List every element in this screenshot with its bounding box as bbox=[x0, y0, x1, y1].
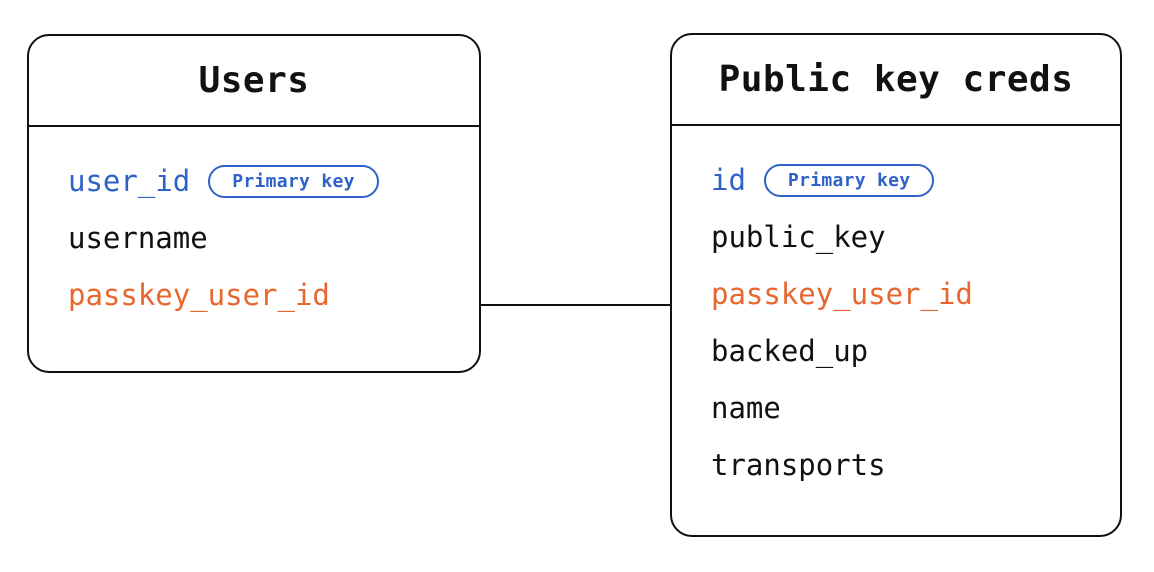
primary-key-badge-label: Primary key bbox=[232, 170, 355, 192]
entity-field-row[interactable]: backed_up bbox=[672, 323, 1120, 380]
field-name: backed_up bbox=[711, 334, 869, 368]
entity-table-users[interactable]: Users user_id Primary key username passkey_u… bbox=[27, 34, 481, 373]
primary-key-badge: Primary key bbox=[763, 164, 935, 197]
entity-field-row[interactable]: username bbox=[29, 210, 479, 267]
entity-field-row[interactable]: passkey_user_id bbox=[29, 267, 479, 324]
entity-field-row[interactable]: passkey_user_id bbox=[672, 266, 1120, 323]
entity-title: Users bbox=[198, 59, 310, 101]
entity-header-users: Users bbox=[29, 36, 479, 127]
field-name: passkey_user_id bbox=[68, 278, 330, 312]
field-name: id bbox=[711, 163, 746, 197]
entity-title: Public key creds bbox=[718, 58, 1074, 100]
entity-field-row[interactable]: user_id Primary key bbox=[29, 153, 479, 210]
entity-field-row[interactable]: name bbox=[672, 380, 1120, 437]
field-name: transports bbox=[711, 448, 886, 482]
field-name: username bbox=[68, 221, 208, 255]
field-name: name bbox=[711, 391, 781, 425]
field-name: passkey_user_id bbox=[711, 277, 973, 311]
entity-field-row[interactable]: public_key bbox=[672, 209, 1120, 266]
relationship-connector bbox=[481, 304, 671, 306]
entity-field-row[interactable]: id Primary key bbox=[672, 152, 1120, 209]
entity-header-public-key-creds: Public key creds bbox=[672, 35, 1120, 126]
entity-field-row[interactable]: transports bbox=[672, 437, 1120, 494]
primary-key-badge-label: Primary key bbox=[787, 169, 911, 191]
entity-field-list-users: user_id Primary key username passkey_user_i… bbox=[29, 127, 479, 324]
field-name: public_key bbox=[711, 220, 886, 254]
field-name: user_id bbox=[68, 164, 191, 198]
primary-key-badge: Primary key bbox=[208, 165, 379, 198]
